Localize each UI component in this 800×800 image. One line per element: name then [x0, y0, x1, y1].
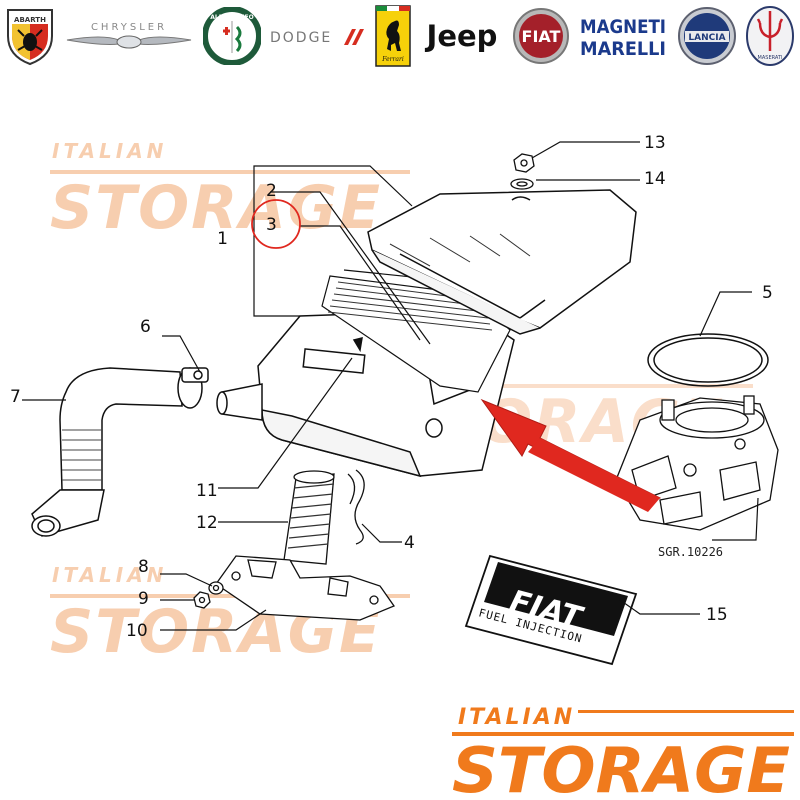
callout-9: 9: [138, 589, 149, 609]
alfa-romeo-logo: ALFA ROMEO: [202, 5, 261, 67]
part-14-washer: [510, 178, 534, 190]
part-6-hose-clamp: [177, 367, 209, 409]
air-filter-exploded-diagram: ITALIAN STORAGE ITALIAN STORAGE ITALIAN …: [10, 133, 779, 667]
leader-lines: [22, 141, 759, 631]
highlight-circle-callout-3: [251, 199, 301, 249]
svg-text:MAGNETI: MAGNETI: [580, 16, 666, 38]
ferrari-logo: Ferrari: [375, 5, 412, 67]
abarth-scorpion-shield-icon: ABARTH: [7, 9, 53, 66]
lancia-badge-icon: LANCIA: [677, 7, 736, 65]
svg-text:DODGE: DODGE: [270, 30, 332, 46]
part-12-flexible-duct: [283, 470, 335, 565]
callout-1: 1: [217, 229, 228, 249]
part-7-intake-hose: [31, 367, 183, 537]
callout-4: 4: [404, 533, 415, 553]
callout-6: 6: [140, 317, 151, 337]
part-8-washer: [208, 581, 224, 595]
svg-text:Jeep: Jeep: [424, 19, 497, 53]
callout-2: 2: [266, 181, 277, 201]
callout-11: 11: [196, 481, 218, 501]
callout-15: 15: [706, 605, 728, 625]
callout-13: 13: [644, 133, 666, 153]
footer-logo-rule: [578, 710, 794, 713]
brand-logo-bar: ABARTH CHRYSLER ALFA ROMEO DODGE: [0, 0, 800, 72]
svg-text:CHRYSLER: CHRYSLER: [91, 22, 167, 33]
callout-10: 10: [126, 621, 148, 641]
callout-5: 5: [762, 283, 773, 303]
chrysler-logo: CHRYSLER: [63, 5, 195, 67]
red-pointer-arrow-icon: [480, 398, 662, 512]
lancia-logo: LANCIA: [677, 5, 737, 67]
jeep-logo: Jeep: [419, 5, 505, 67]
watermark-italian-storage-top: ITALIAN STORAGE: [50, 139, 410, 243]
chrysler-wings-icon: CHRYSLER: [67, 22, 192, 49]
alfa-romeo-roundel-icon: ALFA ROMEO: [202, 7, 261, 65]
svg-text:ABARTH: ABARTH: [14, 16, 46, 24]
magneti-marelli-logo: MAGNETI MARELLI: [577, 5, 669, 67]
fiat-roundel-icon: FIAT: [512, 8, 569, 64]
svg-text:ALFA ROMEO: ALFA ROMEO: [210, 14, 254, 21]
prancing-horse-icon: Ferrari: [375, 5, 412, 67]
svg-text:MASERATI: MASERATI: [758, 55, 783, 61]
italian-storage-footer-logo: ITALIAN STORAGE: [452, 705, 794, 800]
part-5-gasket-ring: [647, 333, 769, 387]
jeep-wordmark-icon: Jeep: [424, 19, 497, 53]
maserati-trident-icon: MASERATI: [745, 6, 794, 66]
footer-logo-line2: STORAGE: [452, 734, 790, 800]
callout-12: 12: [196, 513, 218, 533]
part-9-nut: [193, 591, 211, 609]
footer-logo-line1: ITALIAN: [458, 705, 575, 730]
watermark-line2: STORAGE: [50, 173, 382, 243]
svg-text:FIAT: FIAT: [522, 27, 561, 46]
part-13-nut: [513, 153, 535, 173]
svg-text:MARELLI: MARELLI: [580, 38, 666, 60]
callout-7: 7: [10, 387, 21, 407]
fiat-logo: FIAT: [512, 5, 570, 67]
part-15-fiat-decal: FIAT FUEL INJECTION: [464, 554, 638, 666]
watermark-line1: ITALIAN: [52, 563, 167, 587]
callout-8: 8: [138, 557, 149, 577]
part-4-retaining-clip: [347, 469, 365, 545]
svg-text:LANCIA: LANCIA: [688, 33, 725, 43]
maserati-logo: MASERATI: [744, 5, 796, 67]
dodge-stripes-icon: DODGE: [270, 29, 364, 46]
svg-text:Ferrari: Ferrari: [382, 56, 405, 63]
part-1-filter-cover: [367, 189, 637, 335]
watermark-line1: ITALIAN: [52, 139, 167, 163]
magneti-marelli-wordmark-icon: MAGNETI MARELLI: [580, 16, 666, 60]
abarth-logo: ABARTH: [4, 5, 56, 67]
drawing-reference-code: SGR.10226: [658, 545, 723, 559]
callout-14: 14: [644, 169, 666, 189]
callout-3: 3: [266, 215, 277, 235]
part-10-mounting-bracket: [215, 555, 395, 621]
dodge-logo: DODGE: [268, 5, 368, 67]
